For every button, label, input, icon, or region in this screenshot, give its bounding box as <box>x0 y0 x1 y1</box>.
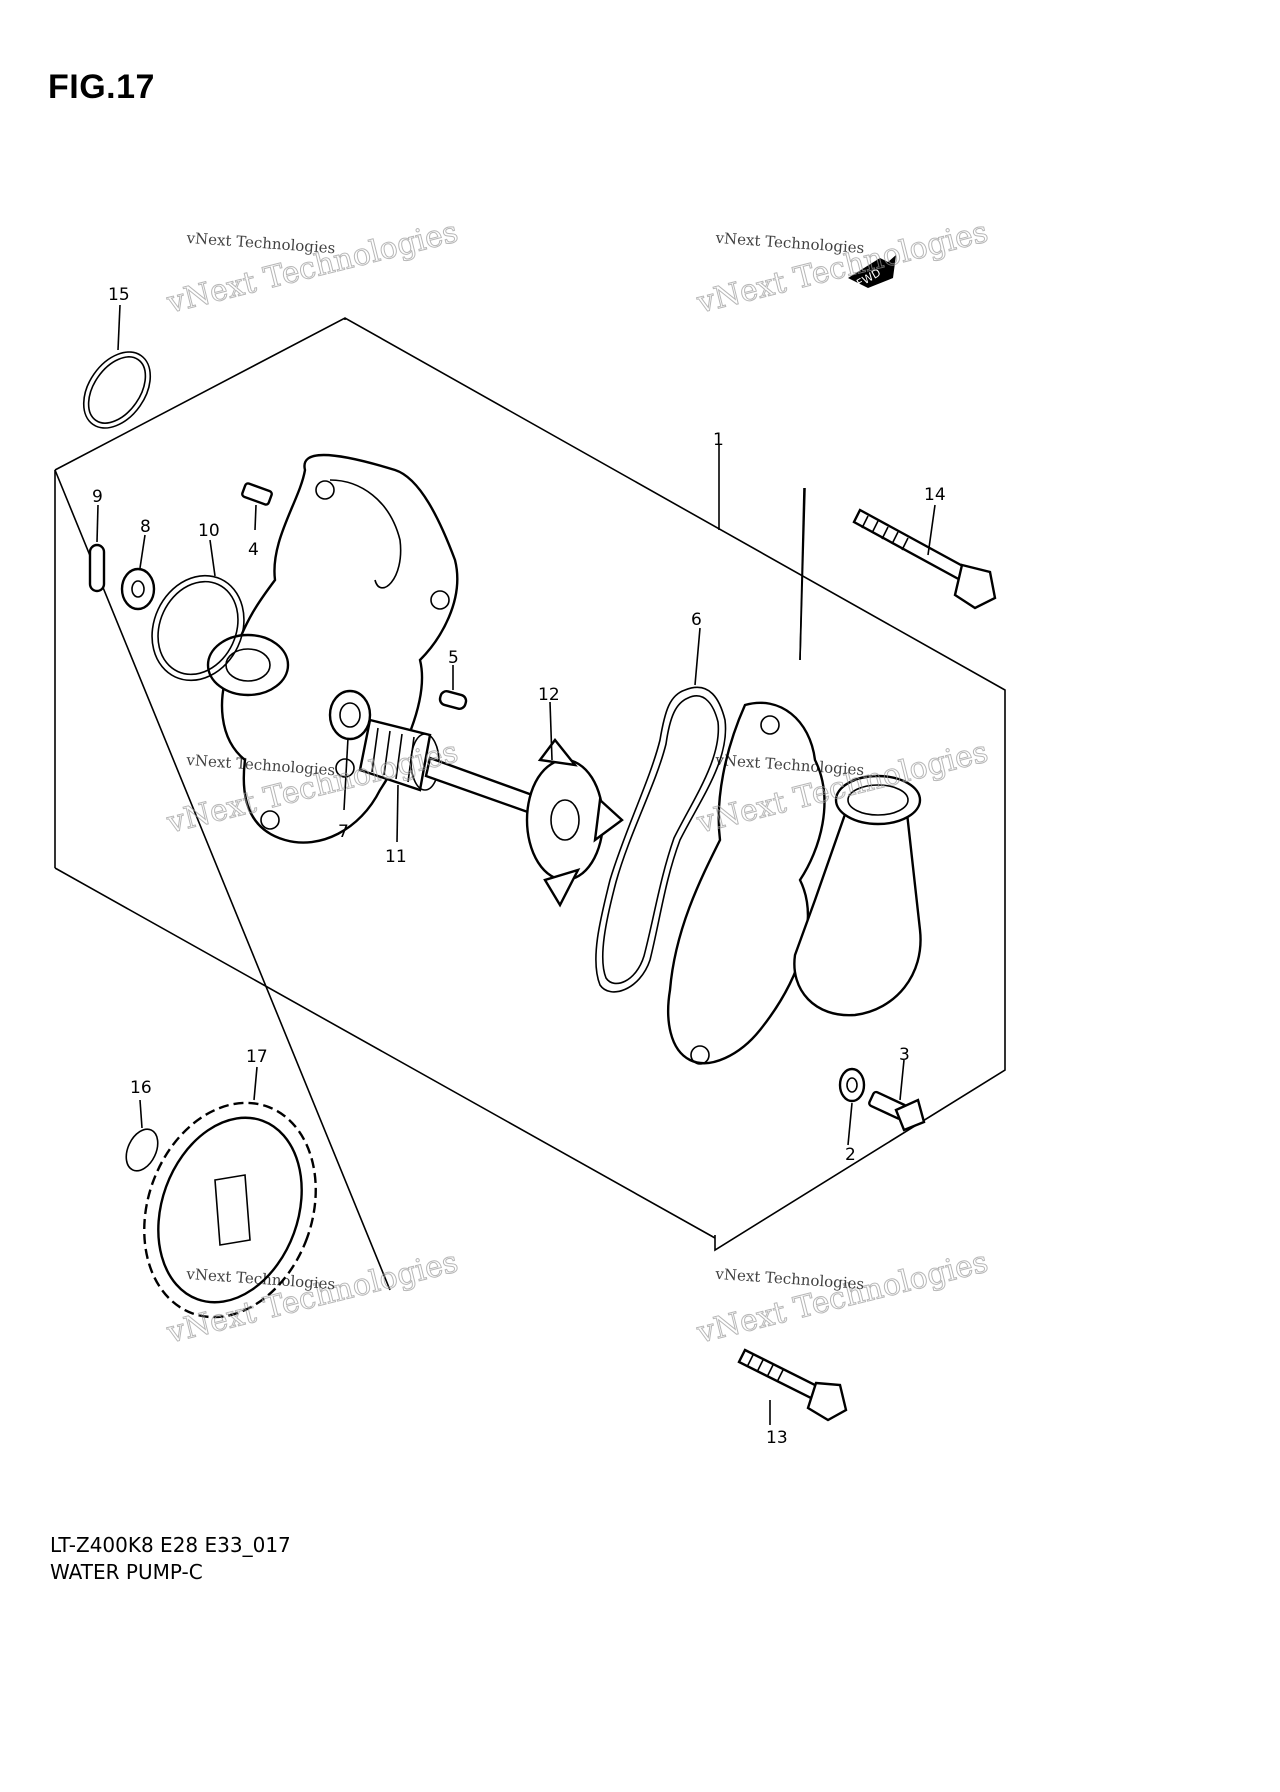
impeller-12 <box>525 738 624 908</box>
callout-16: 16 <box>130 1078 152 1098</box>
leader-lines <box>96 304 936 1425</box>
model-code-caption: LT-Z400K8 E28 E33_017 <box>50 1533 291 1557</box>
assembly-name-caption: WATER PUMP-C <box>50 1560 203 1584</box>
callout-6: 6 <box>691 610 702 630</box>
o-ring-15 <box>82 351 152 429</box>
callout-7: 7 <box>338 822 349 842</box>
callout-2: 2 <box>845 1145 856 1165</box>
bolt-4 <box>241 482 273 506</box>
o-ring-10 <box>151 574 245 682</box>
bolt-3 <box>868 1090 926 1132</box>
pin-5 <box>438 690 468 710</box>
oil-seal-7 <box>328 689 372 741</box>
svg-text:vNext Technologies: vNext Technologies <box>693 1245 992 1351</box>
washer-8 <box>120 567 156 611</box>
callout-labels: 1 2 3 4 5 6 7 8 9 10 11 12 13 14 15 16 1… <box>92 285 946 1448</box>
pump-cover-1 <box>667 701 922 1065</box>
callout-15: 15 <box>108 285 130 305</box>
gasket-6 <box>595 686 727 993</box>
callout-8: 8 <box>140 517 151 537</box>
dowel-pin-9 <box>88 543 106 593</box>
callout-5: 5 <box>448 648 459 668</box>
bolt-14 <box>852 508 997 610</box>
callout-10: 10 <box>198 521 220 541</box>
callout-9: 9 <box>92 487 103 507</box>
svg-text:vNext Technologies: vNext Technologies <box>714 1265 865 1293</box>
bolt-13 <box>737 1348 848 1422</box>
exploded-view-frame <box>54 317 1006 1291</box>
callout-3: 3 <box>899 1045 910 1065</box>
watermark-top-left: vNext Technologies vNext Technologies <box>162 214 462 321</box>
callout-4: 4 <box>248 540 259 560</box>
svg-text:vNext Technologies: vNext Technologies <box>185 229 336 257</box>
callout-17: 17 <box>246 1047 268 1067</box>
pump-gear-17 <box>143 1101 317 1319</box>
svg-text:vNext Technologies: vNext Technologies <box>714 229 865 257</box>
figure-title: FIG.17 <box>48 68 155 106</box>
callout-12: 12 <box>538 685 560 705</box>
callout-13: 13 <box>766 1428 788 1448</box>
washer-2 <box>838 1067 866 1103</box>
callout-14: 14 <box>924 485 946 505</box>
callout-11: 11 <box>385 847 407 867</box>
callout-1: 1 <box>713 430 724 450</box>
snap-ring-16 <box>125 1128 159 1172</box>
watermark-top-right: vNext Technologies vNext Technologies <box>692 214 992 321</box>
mechanical-seal-11 <box>358 718 440 792</box>
watermark-bottom-right: vNext Technologies vNext Technologies <box>692 1244 992 1351</box>
